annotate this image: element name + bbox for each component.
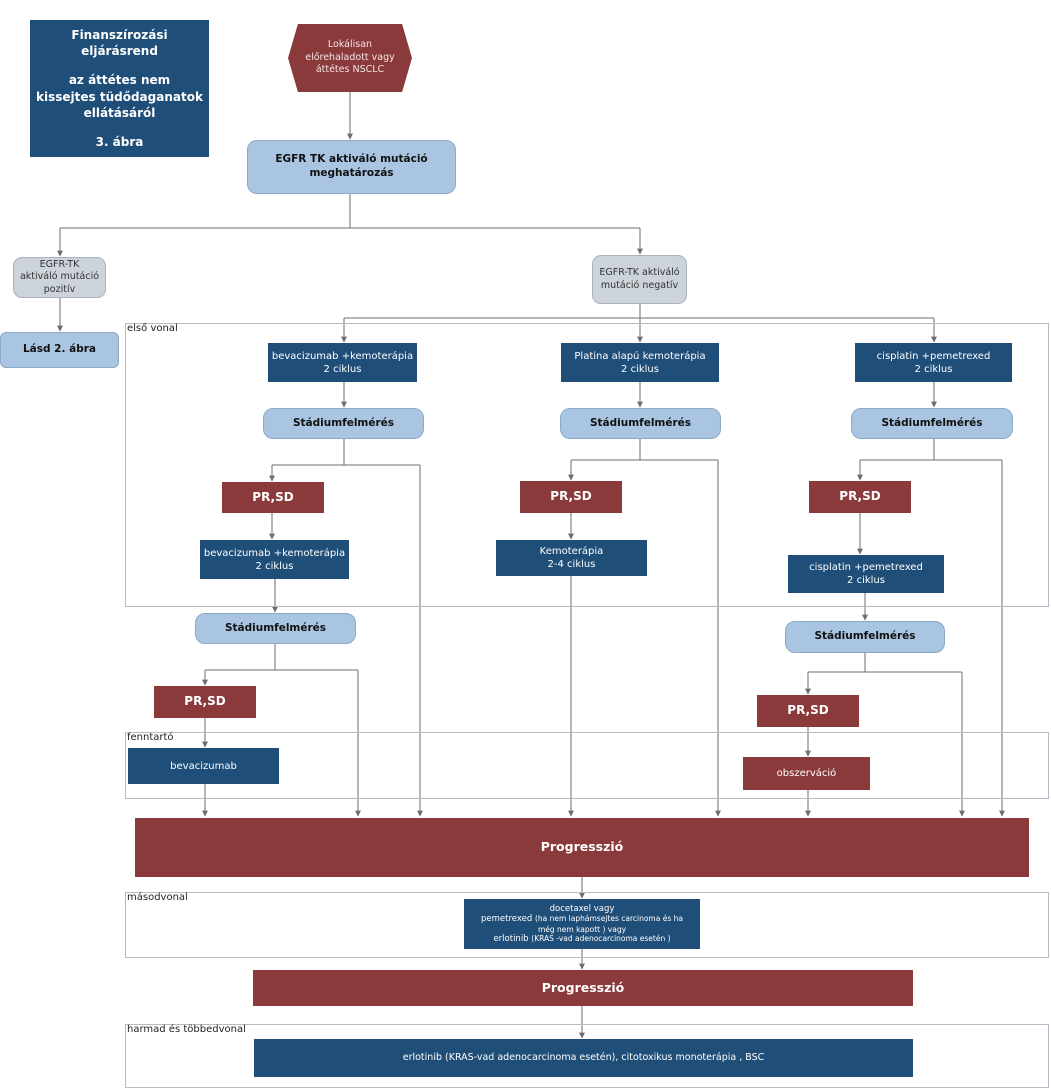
second-line-text: pemetrexed <box>481 914 533 925</box>
col2-staging-1: Stádiumfelmérés <box>560 408 721 439</box>
second-line-text: erlotinib <box>493 933 529 944</box>
egfr-negative-node: EGFR-TK aktiváló mutáció negatív <box>592 255 687 304</box>
col1-treatment-1: bevacizumab +kemoterápia 2 ciklus <box>268 343 417 382</box>
col1-treatment-2: bevacizumab +kemoterápia 2 ciklus <box>200 540 349 579</box>
col3-treat2-line: 2 ciklus <box>847 575 885 586</box>
start-node: Lokálisan előrehaladott vagy áttétes NSC… <box>288 24 412 92</box>
col3-maintenance: obszerváció <box>743 757 870 790</box>
see-figure-2-node: Lásd 2. ábra <box>0 332 119 368</box>
egfr-pos-line: EGFR-TK <box>39 258 80 270</box>
section-second-line <box>125 892 1049 958</box>
col1-treat1-line: bevacizumab +kemoterápia <box>271 350 414 362</box>
col1-prsd-1: PR,SD <box>222 482 324 513</box>
second-line-note: még nem kapott ) vagy <box>537 924 627 934</box>
second-line-treatment: docetaxel vagy pemetrexed (ha nem laphám… <box>464 899 700 949</box>
egfr-neg-line: EGFR-TK aktiváló <box>599 267 680 279</box>
section-first-line <box>125 323 1049 607</box>
second-line-note: (KRAS -vad adenocarcinoma esetén ) <box>531 933 671 943</box>
section-second-line-label: másodvonal <box>127 892 188 903</box>
second-line-text: docetaxel vagy <box>549 904 615 915</box>
egfr-test-line: meghatározás <box>309 167 394 179</box>
col1-treat1-line: 2 ciklus <box>323 363 362 375</box>
second-line-note: (ha nem laphámsejtes carcinoma és ha <box>534 914 683 924</box>
start-line: Lokálisan <box>327 39 373 51</box>
col2-treat1-line: Platina alapú kemoterápia <box>574 350 706 362</box>
start-line: előrehaladott vagy <box>305 51 395 63</box>
col1-treat2-line: bevacizumab +kemoterápia <box>203 547 346 559</box>
col3-prsd-2: PR,SD <box>757 695 859 727</box>
section-maintenance-label: fenntartó <box>127 732 174 743</box>
section-first-line-label: első vonal <box>127 323 178 334</box>
egfr-test-line: EGFR TK aktiváló mutáció <box>275 153 428 166</box>
col2-treatment-2: Kemoterápia 2-4 ciklus <box>496 540 647 576</box>
figure-title: Finanszírozási eljárásrend az áttétes ne… <box>30 20 209 157</box>
section-maintenance <box>125 732 1049 799</box>
title-line: ellátásáról <box>83 105 156 120</box>
col3-treatment-2: cisplatin +pemetrexed 2 ciklus <box>788 555 944 593</box>
egfr-test-node: EGFR TK aktiváló mutáció meghatározás <box>247 140 456 194</box>
title-line: Finanszírozási <box>71 27 168 42</box>
title-line: eljárásrend <box>81 44 158 59</box>
col3-treat1-line: cisplatin +pemetrexed <box>876 350 991 362</box>
section-third-line <box>125 1024 1049 1088</box>
col1-maintenance: bevacizumab <box>128 748 279 784</box>
progression-2: Progresszió <box>253 970 913 1006</box>
col3-treat1-line: 2 ciklus <box>914 363 953 375</box>
col2-treat1-line: 2 ciklus <box>621 363 659 375</box>
egfr-neg-line: mutáció negatív <box>600 279 679 291</box>
section-third-line-label: harmad és többedvonal <box>127 1024 246 1035</box>
col2-treatment-1: Platina alapú kemoterápia 2 ciklus <box>561 343 719 382</box>
col2-treat2-line: Kemoterápia <box>539 546 604 557</box>
col1-treat2-line: 2 ciklus <box>255 560 294 572</box>
col1-staging-1: Stádiumfelmérés <box>263 408 424 439</box>
col3-staging-2: Stádiumfelmérés <box>785 621 945 653</box>
col1-prsd-2: PR,SD <box>154 686 256 718</box>
col3-treatment-1: cisplatin +pemetrexed 2 ciklus <box>855 343 1012 382</box>
third-line-treatment: erlotinib (KRAS-vad adenocarcinoma eseté… <box>254 1039 913 1077</box>
col3-prsd-1: PR,SD <box>809 481 911 513</box>
col2-treat2-line: 2-4 ciklus <box>547 559 596 570</box>
col3-treat2-line: cisplatin +pemetrexed <box>809 562 923 573</box>
col2-prsd-1: PR,SD <box>520 481 622 513</box>
col1-staging-2: Stádiumfelmérés <box>195 613 356 644</box>
egfr-pos-line: aktiváló mutáció <box>19 271 100 283</box>
col3-staging-1: Stádiumfelmérés <box>851 408 1013 439</box>
progression-1: Progresszió <box>135 818 1029 877</box>
egfr-pos-line: pozitív <box>43 283 76 295</box>
start-line: áttétes NSCLC <box>315 64 385 76</box>
title-line: az áttétes nem <box>68 73 171 88</box>
egfr-positive-node: EGFR-TK aktiváló mutáció pozitív <box>13 257 106 298</box>
title-line: kissejtes tüdődaganatok <box>36 89 203 104</box>
title-line: 3. ábra <box>95 134 144 149</box>
